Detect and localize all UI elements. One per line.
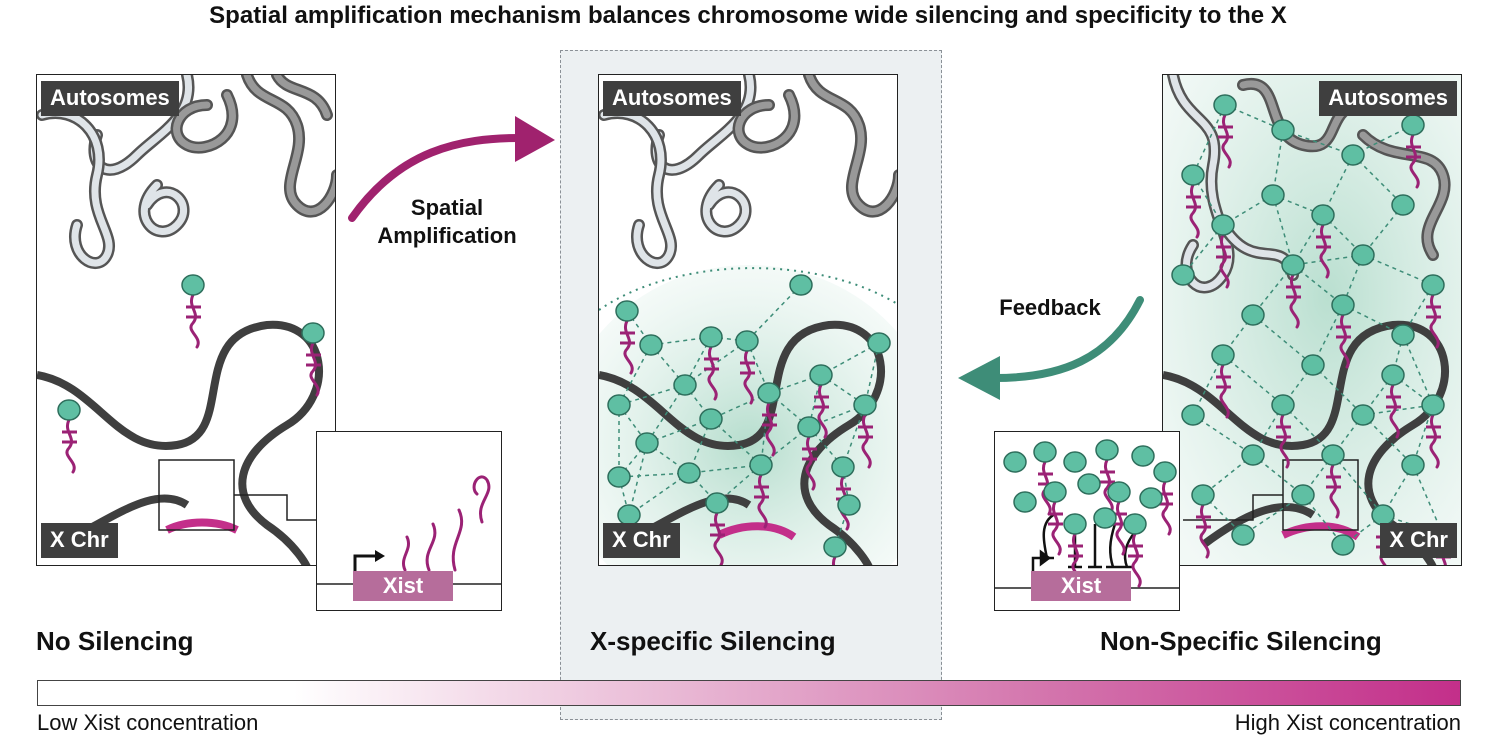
autosomes-label: Autosomes	[603, 81, 741, 116]
xist-protein-complex	[1341, 144, 1365, 166]
xist-concentration-gradient-bar	[37, 680, 1461, 706]
xist-protein-complex	[853, 394, 877, 469]
xist-protein-complex	[705, 492, 729, 565]
xist-protein-complex	[837, 494, 861, 516]
feedback-label: Feedback	[999, 295, 1101, 320]
xist-protein-complex	[1421, 274, 1445, 349]
xist-protein-complex	[1391, 194, 1415, 216]
spatial-label-line1: Spatial	[410, 195, 484, 220]
xist-protein-complex	[699, 408, 723, 430]
xist-protein-complex	[1241, 304, 1265, 326]
panel-left-art	[37, 75, 335, 565]
xist-protein-complex	[867, 332, 891, 354]
xist-protein-complex	[823, 536, 847, 565]
panel-right-art	[1163, 75, 1461, 565]
xist-protein-complex	[1351, 244, 1375, 266]
xchr-label: X Chr	[1380, 523, 1457, 558]
xist-protein-complex	[1331, 294, 1355, 369]
spatial-label-line2: Amplification	[377, 223, 517, 248]
xist-protein-complex	[1033, 441, 1057, 516]
xist-protein-complex	[735, 330, 759, 405]
xist-protein-complex	[1391, 324, 1415, 346]
low-concentration-label: Low Xist concentration	[37, 710, 259, 735]
xist-protein-complex	[1095, 439, 1119, 514]
xist-protein-complex	[1213, 94, 1237, 169]
xist-protein-complex	[1123, 513, 1147, 588]
xist-protein-complex	[1301, 354, 1325, 376]
xist-protein-complex	[1003, 451, 1027, 473]
xist-protein-complex	[677, 462, 701, 484]
xist-gene-left: Xist	[353, 571, 453, 601]
xist-protein-complex	[1139, 487, 1163, 509]
xist-protein-complex	[1401, 114, 1425, 189]
inset-left-art	[317, 475, 501, 585]
xist-protein-complex	[749, 454, 773, 529]
panel-center-art	[599, 75, 897, 565]
xist-protein-complex	[615, 300, 639, 375]
xist-protein-complex	[1231, 524, 1255, 546]
caption-non-specific-silencing: Non-Specific Silencing	[1100, 626, 1382, 656]
caption-x-specific-silencing: X-specific Silencing	[590, 626, 836, 656]
xist-protein-complex	[1211, 214, 1235, 289]
xist-protein-complex	[1211, 344, 1235, 419]
xist-protein-complex	[1191, 484, 1215, 559]
panel-no-silencing: Autosomes X Chr	[36, 74, 336, 566]
caption-no-silencing: No Silencing	[36, 626, 194, 656]
panel-x-specific: Autosomes X Chr	[598, 74, 898, 566]
xist-protein-complex	[1181, 404, 1205, 426]
xist-protein-complex	[1291, 484, 1315, 506]
inset-right-art	[995, 439, 1179, 589]
xist-protein-complex	[789, 274, 813, 296]
xist-protein-complex	[1401, 454, 1425, 476]
xist-protein-complex	[57, 399, 81, 474]
xist-protein-complex	[757, 382, 781, 457]
xist-protein-complex	[635, 432, 659, 454]
xist-protein-complex	[1077, 473, 1101, 495]
xist-protein-complex	[1421, 394, 1445, 469]
xist-protein-complex	[1381, 364, 1405, 439]
xist-protein-complex	[1351, 404, 1375, 426]
xist-protein-complex	[797, 416, 821, 491]
xist-protein-complex	[617, 504, 641, 526]
xist-protein-complex	[1063, 451, 1087, 473]
xist-protein-complex	[1281, 254, 1305, 329]
xist-protein-complex	[673, 374, 697, 396]
xist-protein-complex	[301, 322, 325, 397]
xist-protein-complex	[639, 334, 663, 356]
xist-protein-complex	[1311, 204, 1335, 279]
figure-title: Spatial amplification mechanism balances…	[209, 2, 1287, 29]
panel-non-specific: Autosomes X Chr	[1162, 74, 1462, 566]
xist-protein-complex	[1331, 534, 1355, 556]
xist-locus-inset-right: Xist	[994, 431, 1180, 611]
xist-protein-complex	[1107, 481, 1131, 556]
high-concentration-label: High Xist concentration	[1234, 710, 1461, 735]
xist-protein-complex	[607, 466, 631, 488]
xist-protein-complex	[809, 364, 833, 439]
xist-protein-complex	[1261, 184, 1285, 206]
xist-protein-complex	[1271, 119, 1295, 141]
spatial-amplification-arrowhead	[515, 116, 555, 162]
xist-protein-complex	[1271, 394, 1295, 469]
xist-protein-complex	[1241, 444, 1265, 466]
xist-locus-inset-left: Xist	[316, 431, 502, 611]
xist-protein-complex	[1171, 264, 1195, 286]
xist-protein-complex	[1093, 507, 1117, 529]
xist-protein-complex	[1321, 444, 1345, 519]
xist-protein-complex	[181, 274, 205, 349]
xchr-label: X Chr	[41, 523, 118, 558]
xist-protein-complex	[607, 394, 631, 416]
autosomes-label: Autosomes	[41, 81, 179, 116]
feedback-arrowhead	[958, 356, 1000, 400]
autosomes-label: Autosomes	[1319, 81, 1457, 116]
xist-protein-complex	[1043, 481, 1067, 556]
xist-gene-right: Xist	[1031, 571, 1131, 601]
spatial-amplification-label: Spatial Amplification	[352, 194, 542, 250]
xchr-label: X Chr	[603, 523, 680, 558]
xist-protein-complex	[699, 326, 723, 401]
xist-protein-complex	[1013, 491, 1037, 513]
xist-protein-complex	[1181, 164, 1205, 239]
xist-protein-complex	[1131, 445, 1155, 467]
